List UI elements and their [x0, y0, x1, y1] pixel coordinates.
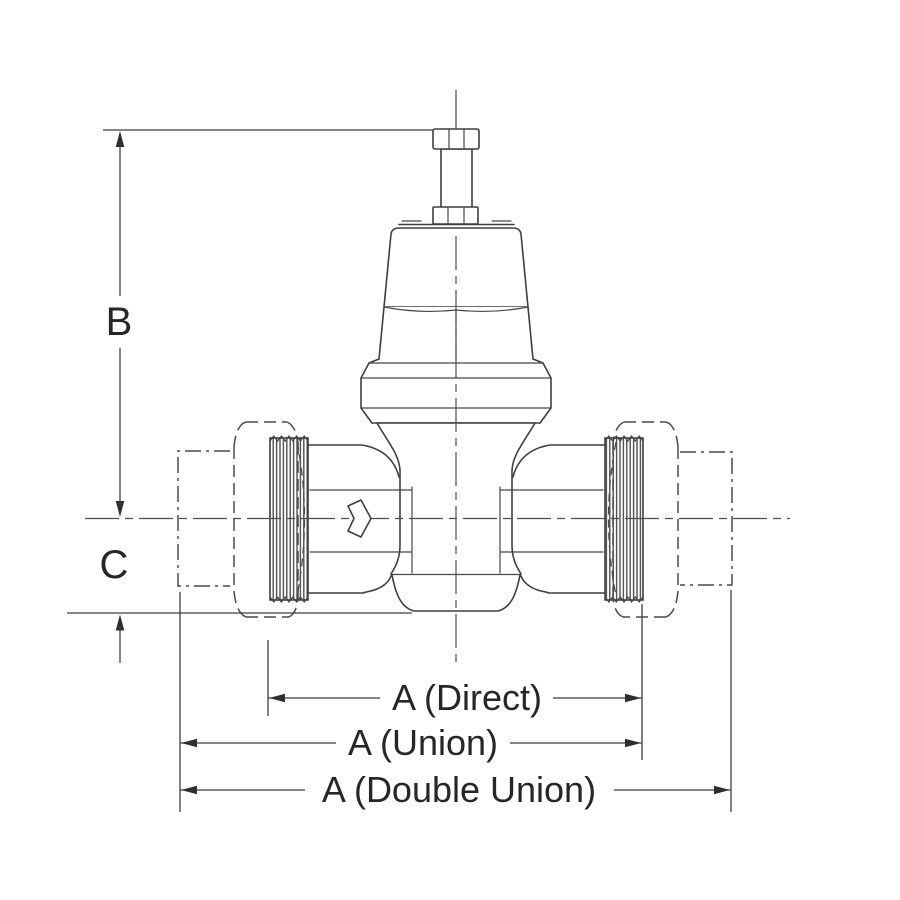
dimension-b: B [103, 129, 433, 517]
dimension-extension-lines [179, 590, 732, 812]
dim-a-direct-label: A (Direct) [392, 677, 542, 718]
dimension-a-direct: A (Direct) [268, 677, 642, 718]
union-nut-phantom-right [612, 421, 679, 618]
lock-nut [432, 206, 479, 225]
adjusting-bolt [432, 128, 480, 225]
centerlines [85, 89, 790, 662]
bolt-hex-head [432, 128, 480, 150]
dim-c-label: C [100, 543, 129, 587]
flow-direction-arrow [347, 499, 372, 538]
bolt-threaded-stem [440, 148, 473, 209]
pipe-end-phantom-left [177, 450, 230, 587]
dim-a-double-union-label: A (Double Union) [322, 769, 596, 810]
dim-a-union-label: A (Union) [348, 722, 498, 763]
dimension-c: C [67, 543, 412, 663]
dimension-a-union: A (Union) [180, 722, 642, 763]
dim-b-label: B [106, 300, 133, 344]
pipe-end-phantom-right [680, 451, 733, 586]
dimension-a-double-union: A (Double Union) [180, 769, 731, 810]
